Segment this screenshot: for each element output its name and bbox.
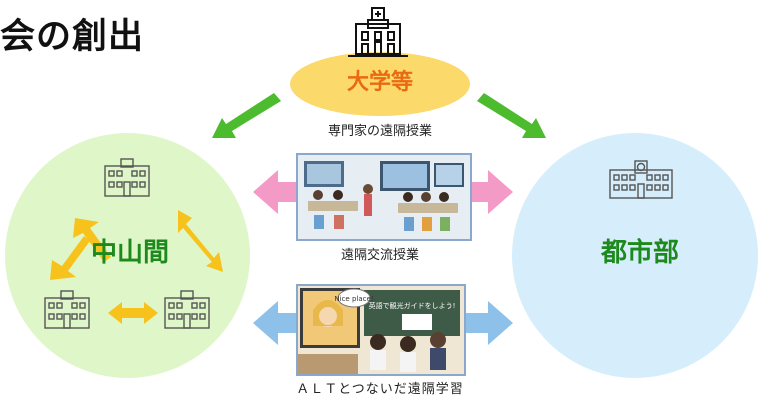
urban-region-label: 都市部 <box>600 238 679 268</box>
yellow-arrow-left-diag <box>50 218 111 280</box>
caption-expert-remote-class: 専門家の遠隔授業 <box>327 124 432 139</box>
school-building-icon <box>609 160 673 199</box>
urban-region-circle <box>512 133 758 378</box>
remote-exchange-class-illustration <box>296 153 472 241</box>
university-building-icon <box>348 7 408 57</box>
yellow-arrow-horizontal <box>108 302 158 324</box>
caption-alt-remote-learning: ＡＬＴとつないだ遠隔学習 <box>296 382 464 397</box>
blackboard-text: 英語で観光ガイドをしよう! <box>369 301 456 310</box>
school-building-icon <box>104 158 150 197</box>
speech-bubble-text: Nice place! <box>334 295 373 303</box>
alt-remote-learning-illustration: Nice place! 英語で観光ガイドをしよう! <box>296 284 466 376</box>
university-oval <box>290 52 470 116</box>
school-building-icon <box>164 290 210 329</box>
page-title: 会の創出 <box>0 17 145 57</box>
green-arrow-left <box>212 93 281 138</box>
university-label: 大学等 <box>346 70 413 95</box>
green-arrow-right <box>477 93 546 138</box>
pink-double-arrow <box>253 170 513 214</box>
rural-region-label: 中山間 <box>90 238 169 268</box>
school-building-icon <box>44 290 90 329</box>
yellow-arrow-right-diag <box>178 210 223 272</box>
blue-double-arrow <box>253 301 513 345</box>
caption-remote-exchange-class: 遠隔交流授業 <box>340 248 419 263</box>
